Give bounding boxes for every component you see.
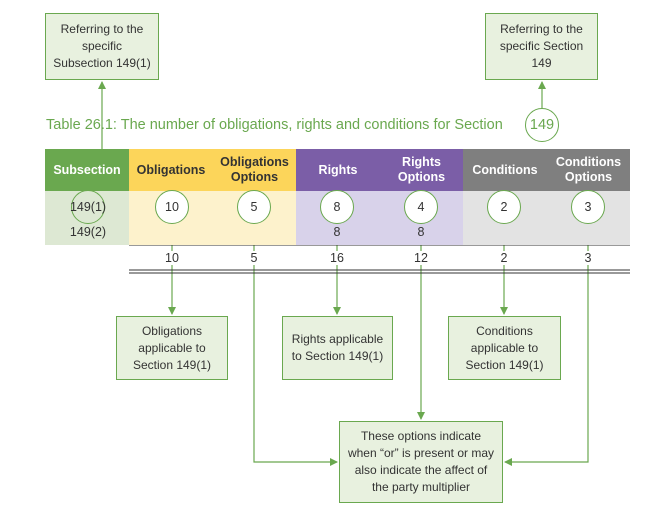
row1-conditions-circle: 2 <box>487 190 521 224</box>
body-obligations <box>129 191 296 245</box>
total-obligations-options: 5 <box>244 251 264 265</box>
header-rights: Rights <box>296 149 380 191</box>
total-obligations: 10 <box>142 251 202 265</box>
row1-rights-options-circle: 4 <box>404 190 438 224</box>
header-conditions: Conditions <box>463 149 547 191</box>
row2-rights: 8 <box>333 225 341 239</box>
row2-rights-options: 8 <box>417 225 425 239</box>
header-obligations-options: Obligations Options <box>213 149 296 191</box>
header-rights-options: Rights Options <box>380 149 463 191</box>
row1-rights-circle: 8 <box>320 190 354 224</box>
row1-subsection-circle: 149(1) <box>70 190 106 224</box>
total-conditions: 2 <box>494 251 514 265</box>
callout-obligations-applicable: Obligations applicable to Section 149(1) <box>116 316 228 380</box>
callout-options-note: These options indicate when “or” is pres… <box>339 421 503 503</box>
row2-subsection: 149(2) <box>69 225 107 239</box>
callout-section-reference: Referring to the specific Section 149 <box>485 13 598 80</box>
table-title: Table 26.1: The number of obligations, r… <box>46 117 503 133</box>
total-conditions-options: 3 <box>578 251 598 265</box>
callout-rights-applicable: Rights applicable to Section 149(1) <box>282 316 393 380</box>
row1-obligations-circle: 10 <box>155 190 189 224</box>
row1-conditions-options-circle: 3 <box>571 190 605 224</box>
total-rights: 16 <box>327 251 347 265</box>
header-conditions-options: Conditions Options <box>547 149 630 191</box>
total-rights-options: 12 <box>411 251 431 265</box>
connector-conditions-options <box>504 224 589 466</box>
callout-subsection-reference: Referring to the specific Subsection 149… <box>45 13 159 80</box>
header-obligations: Obligations <box>129 149 213 191</box>
title-section-circle: 149 <box>525 108 559 142</box>
connector-obligations-options <box>253 224 338 466</box>
callout-conditions-applicable: Conditions applicable to Section 149(1) <box>448 316 561 380</box>
header-subsection: Subsection <box>45 149 129 191</box>
row1-obligations-options-circle: 5 <box>237 190 271 224</box>
